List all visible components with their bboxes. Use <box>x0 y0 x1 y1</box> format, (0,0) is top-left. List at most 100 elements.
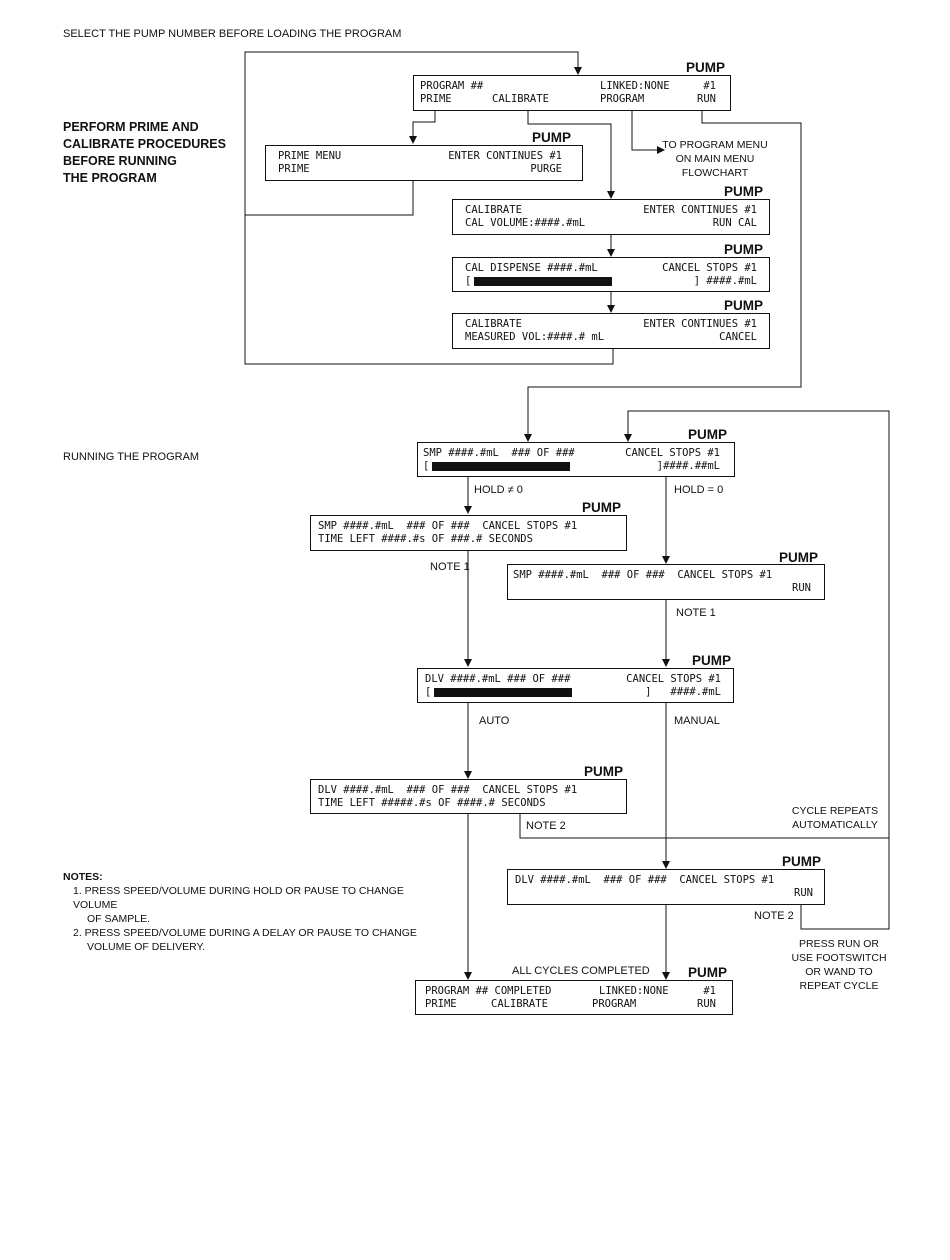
pump-label-dlv-auto: PUMP <box>584 764 624 779</box>
screen-text: SMP ####.#mL ### OF ### CANCEL STOPS #1 <box>318 520 578 532</box>
pump-label-program-menu: PUMP <box>686 60 726 75</box>
screen-text: SMP ####.#mL ### OF ### <box>423 447 575 459</box>
screen-text: RUN <box>794 887 813 899</box>
screen-text: RUN CAL <box>712 217 757 229</box>
note-2-line-2: VOLUME OF DELIVERY. <box>87 941 206 953</box>
note-2-label: NOTE 2 <box>754 910 794 922</box>
screen-text: SMP ####.#mL ### OF ### CANCEL STOPS #1 <box>513 569 773 581</box>
note-2-label: NOTE 2 <box>526 820 566 832</box>
calibrate-volume-screen: CALIBRATE ENTER CONTINUES #1 CAL VOLUME:… <box>452 199 770 235</box>
screen-text: PROGRAM <box>592 998 637 1010</box>
screen-text: ENTER CONTINUES #1 <box>643 318 757 330</box>
reference-line: TO PROGRAM MENU <box>662 139 768 151</box>
screen-text: DLV ####.#mL ### OF ### CANCEL STOPS #1 <box>318 784 578 796</box>
screen-text: TIME LEFT ####.#s OF ###.# SECONDS <box>318 533 533 545</box>
note-1-label: NOTE 1 <box>430 561 470 573</box>
program-completed-screen: PROGRAM ## COMPLETED LINKED:NONE #1 PRIM… <box>415 980 733 1015</box>
reference-line: FLOWCHART <box>681 167 749 179</box>
notes-section: NOTES: 1. PRESS SPEED/VOLUME DURING HOLD… <box>63 870 443 954</box>
screen-text: CALIBRATE <box>492 93 549 105</box>
running-program-label: RUNNING THE PROGRAM <box>63 451 200 463</box>
connector-run <box>524 110 802 442</box>
screen-text: #1 <box>703 80 716 92</box>
auto-label: AUTO <box>479 715 510 727</box>
progress-bar <box>432 462 570 471</box>
sample-run-screen: SMP ####.#mL ### OF ### CANCEL STOPS #1 … <box>507 564 825 600</box>
repeat-cycle-line: REPEAT CYCLE <box>799 980 879 992</box>
screen-text: LINKED:NONE <box>599 985 669 997</box>
screen-text: DLV ####.#mL ### OF ### CANCEL STOPS #1 <box>515 874 775 886</box>
delivery-delay-screen: DLV ####.#mL ### OF ### CANCEL STOPS #1 … <box>310 779 627 814</box>
screen-text: CANCEL STOPS #1 <box>626 673 721 685</box>
repeat-cycle-line: USE FOOTSWITCH <box>791 952 887 964</box>
screen-text: PRIME MENU <box>278 150 342 162</box>
screen-text: ] ####.#mL <box>645 686 721 698</box>
connector-to-calibrate <box>527 110 615 199</box>
side-instruction-line-2: CALIBRATE PROCEDURES <box>63 137 226 151</box>
screen-text: ENTER CONTINUES #1 <box>643 204 757 216</box>
cycle-repeats-line: AUTOMATICALLY <box>792 819 878 831</box>
screen-text: [ <box>425 686 432 698</box>
sample-hold-screen: SMP ####.#mL ### OF ### CANCEL STOPS #1 … <box>310 515 627 551</box>
screen-text: RUN <box>792 582 811 594</box>
screen-text: TIME LEFT #####.#s OF ####.# SECONDS <box>318 797 546 809</box>
pump-label-dlv-run: PUMP <box>692 653 732 668</box>
screen-text: CALIBRATE <box>465 318 522 330</box>
pump-label-smp-run: PUMP <box>688 427 728 442</box>
progress-bar <box>434 688 572 697</box>
prime-menu-screen: PRIME MENU ENTER CONTINUES #1 PRIME PURG… <box>265 145 583 181</box>
reference-line: ON MAIN MENU <box>675 153 755 165</box>
note-1-line-2: OF SAMPLE. <box>87 913 151 925</box>
connector-to-prime <box>409 110 436 144</box>
pump-label-cal-dispense: PUMP <box>724 242 764 257</box>
side-instruction-line-4: THE PROGRAM <box>63 171 157 185</box>
screen-text: MEASURED VOL:####.# mL <box>465 331 605 343</box>
screen-text: PRIME <box>278 163 310 175</box>
pump-label-calibrate-2: PUMP <box>724 298 764 313</box>
screen-text: CANCEL <box>719 331 757 343</box>
cycle-repeats-line: CYCLE REPEATS <box>791 805 879 817</box>
sample-progress-screen: SMP ####.#mL ### OF ### CANCEL STOPS #1 … <box>417 442 735 477</box>
repeat-cycle-instruction: PRESS RUN OR USE FOOTSWITCH OR WAND TO R… <box>784 937 894 993</box>
pump-label-dlv-manual: PUMP <box>782 854 822 869</box>
side-instruction-line-3: BEFORE RUNNING <box>63 154 177 168</box>
hold-zero-label: HOLD = 0 <box>674 484 724 496</box>
top-instruction: SELECT THE PUMP NUMBER BEFORE LOADING TH… <box>63 28 402 40</box>
screen-text: PROGRAM ## COMPLETED <box>425 985 552 997</box>
all-cycles-completed-label: ALL CYCLES COMPLETED <box>512 965 650 977</box>
screen-text: [ <box>423 460 430 472</box>
pump-label-smp-hold: PUMP <box>582 500 622 515</box>
screen-text: RUN <box>697 998 716 1010</box>
screen-text: ] ####.#mL <box>693 275 757 287</box>
pump-label-smp-manual: PUMP <box>779 550 819 565</box>
note-2-line-1: 2. PRESS SPEED/VOLUME DURING A DELAY OR … <box>73 927 417 939</box>
measured-volume-screen: CALIBRATE ENTER CONTINUES #1 MEASURED VO… <box>452 313 770 349</box>
screen-text: CALIBRATE <box>465 204 522 216</box>
screen-text: PRIME <box>420 93 452 105</box>
cal-dispense-screen: CAL DISPENSE ####.#mL CANCEL STOPS #1 [ … <box>452 257 770 292</box>
note-1-line-1: 1. PRESS SPEED/VOLUME DURING HOLD OR PAU… <box>73 885 404 911</box>
connector-cal-loop <box>244 215 614 365</box>
connector-manual-loop <box>624 410 890 930</box>
screen-text: [ <box>465 275 472 287</box>
screen-text: CANCEL STOPS #1 <box>625 447 720 459</box>
screen-text: CANCEL STOPS #1 <box>662 262 757 274</box>
program-menu-reference: TO PROGRAM MENU ON MAIN MENU FLOWCHART <box>660 138 770 180</box>
screen-text: ENTER CONTINUES #1 <box>448 150 562 162</box>
screen-text: CAL VOLUME:####.#mL <box>465 217 586 229</box>
cycle-repeats-label: CYCLE REPEATS AUTOMATICALLY <box>782 804 888 832</box>
screen-text: CALIBRATE <box>491 998 548 1010</box>
screen-text: DLV ####.#mL ### OF ### <box>425 673 571 685</box>
hold-not-zero-label: HOLD ≠ 0 <box>474 484 523 496</box>
pump-label-completed: PUMP <box>688 965 728 980</box>
pump-label-calibrate-1: PUMP <box>724 184 764 199</box>
pump-label-prime-menu: PUMP <box>532 130 572 145</box>
connector-prime-loop <box>244 51 582 216</box>
screen-text: PRIME <box>425 998 457 1010</box>
side-instruction-line-1: PERFORM PRIME AND <box>63 120 199 134</box>
notes-heading: NOTES: <box>63 871 103 883</box>
progress-bar <box>474 277 612 286</box>
connector-to-program-menu <box>631 110 665 154</box>
screen-text: ]####.##mL <box>656 460 720 472</box>
